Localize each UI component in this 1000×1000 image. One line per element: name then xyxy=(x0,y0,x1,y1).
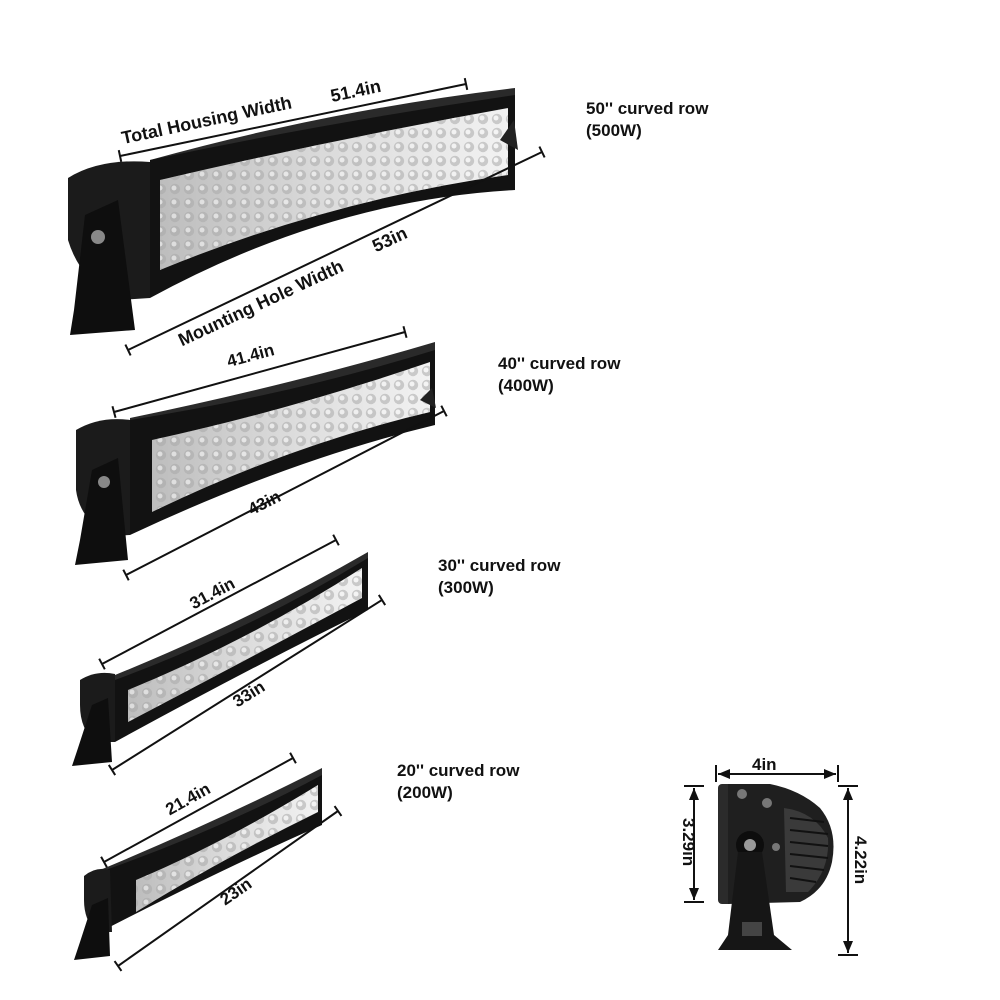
bar-power-50: (500W) xyxy=(586,121,642,140)
light-bar-20in xyxy=(74,752,343,972)
bar-name-30: 30'' curved row xyxy=(438,556,561,575)
light-bar-50in xyxy=(68,77,546,356)
side-view-dimensions xyxy=(684,765,858,956)
bar-name-20: 20'' curved row xyxy=(397,761,520,780)
bar-title-50: 50'' curved row (500W) xyxy=(586,98,708,142)
bar-name-40: 40'' curved row xyxy=(498,354,621,373)
bar-title-20: 20'' curved row (200W) xyxy=(397,760,519,804)
side-view-end-cap xyxy=(718,784,834,950)
bar-power-30: (300W) xyxy=(438,578,494,597)
housing-height-dimension: 3.29in xyxy=(679,818,698,867)
bar-name-50: 50'' curved row xyxy=(586,99,709,118)
bar-power-40: (400W) xyxy=(498,376,554,395)
depth-dimension: 4in xyxy=(752,755,777,774)
bar-title-30: 30'' curved row (300W) xyxy=(438,555,560,599)
bar-title-40: 40'' curved row (400W) xyxy=(498,353,620,397)
bar-power-20: (200W) xyxy=(397,783,453,802)
light-bar-30in xyxy=(72,534,387,776)
light-bar-40in xyxy=(75,325,448,581)
total-height-dimension: 4.22in xyxy=(851,836,870,885)
